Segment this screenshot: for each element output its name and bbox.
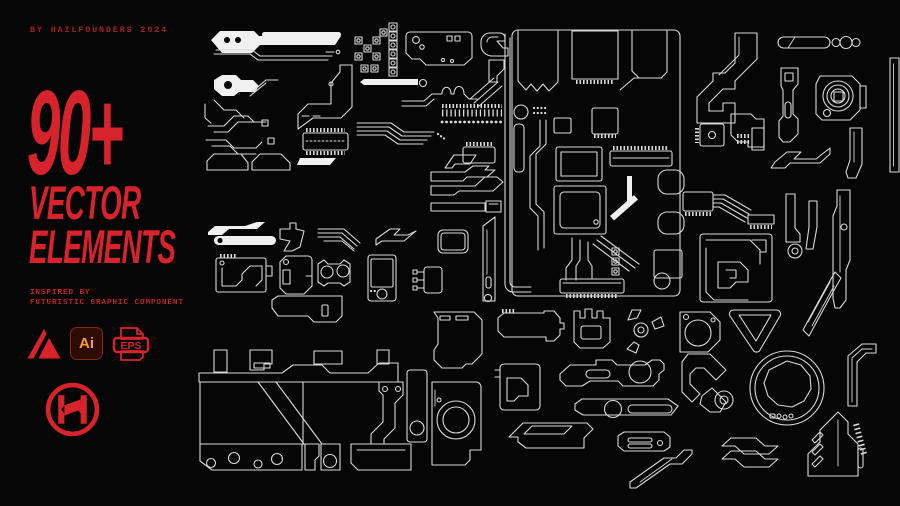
element-slot-bracket [617,431,671,452]
element-pointer-bar [360,78,428,88]
element-diagonal-ribbon [802,271,842,337]
element-step-piece [629,449,693,489]
element-wing-clip [214,75,279,97]
element-bracket [297,64,353,130]
element-narrow-card [406,369,428,443]
element-triangle-plate [728,309,782,353]
element-pin-header [388,22,398,77]
element-circuit-traces [204,99,275,155]
element-receiver [559,359,665,387]
element-boot-bracket [271,295,343,323]
element-chip-wing [444,142,496,169]
element-banner [211,31,341,61]
element-slide-bar [574,398,679,419]
tagline: INSPIRED BY FUTURISTIC GRAPHIC COMPONENT [30,289,184,308]
element-plug-fork [279,222,305,252]
element-pcb-plate [405,31,473,66]
element-corner-bracket [488,59,505,83]
element-fan-lines [317,228,361,252]
tagline-line-2: FUTURISTIC GRAPHIC COMPONENT [30,298,185,307]
element-stacked-plates [430,165,504,213]
element-chevron-arrows [721,437,779,468]
element-soic-chip [297,128,349,165]
headline-count: 90+ [27,66,124,200]
element-pin-grid-bracket [730,113,765,151]
element-camera-body [431,381,482,466]
byline: BY HAILFOUNDERS 2024 [30,25,169,35]
headline-word-elements: ELEMENTS [29,220,176,273]
element-edge-sliver [889,57,900,173]
element-chip-3pin [695,123,725,147]
element-panel-module [279,255,313,295]
element-knife-blade [785,193,803,259]
element-pipe-bracket [696,32,758,124]
element-goggle-clamp [317,259,351,287]
element-media-device [367,254,397,302]
adobe-illustrator-icon: Ai [70,327,103,360]
element-small-card [494,363,541,411]
element-round-plate [679,311,721,353]
element-machine-chassis [198,349,412,471]
element-ring-dial [749,350,825,426]
element-camera-module [815,75,867,121]
tagline-line-1: INSPIRED BY [30,289,91,297]
element-trace-bundle [356,122,448,145]
element-transistor [412,266,443,294]
element-chip-fanout [682,191,775,229]
element-pin-cluster [354,28,388,73]
affinity-logo-icon [27,329,61,359]
element-narrow-panel [482,216,496,303]
element-memory-card [433,311,483,369]
element-wrench-plate [778,67,799,143]
eps-file-icon: EPS [112,327,150,361]
element-rounded-card [437,229,469,254]
element-arm-joint [681,353,734,413]
element-main-pcb [511,29,685,298]
element-curl-bracket [480,32,509,57]
element-tabs [206,153,291,171]
element-bent-strip [847,343,877,407]
element-box-module [215,254,273,293]
element-tall-panel [832,189,851,309]
element-angled-trim [770,147,831,169]
element-resistor-array [440,104,504,124]
element-small-blade [805,200,818,250]
element-squiggle-traces [401,77,503,107]
element-turbine [626,309,665,354]
eps-label: EPS [120,340,141,352]
headline-word-vector: VECTOR [29,176,141,229]
element-connector-module [497,309,565,342]
illustrator-label: Ai [79,335,94,352]
element-sd-card [573,308,611,349]
format-badges: Ai EPS [26,326,151,362]
element-scanner-pill [777,35,861,50]
element-angular-plate [508,422,594,449]
element-hatched-panel [807,411,867,477]
element-white-swoosh [208,222,276,245]
hailfounders-mark-icon [44,381,101,443]
element-maze-module [699,233,773,303]
element-blade [845,127,863,179]
element-wing-chevron [375,228,417,246]
